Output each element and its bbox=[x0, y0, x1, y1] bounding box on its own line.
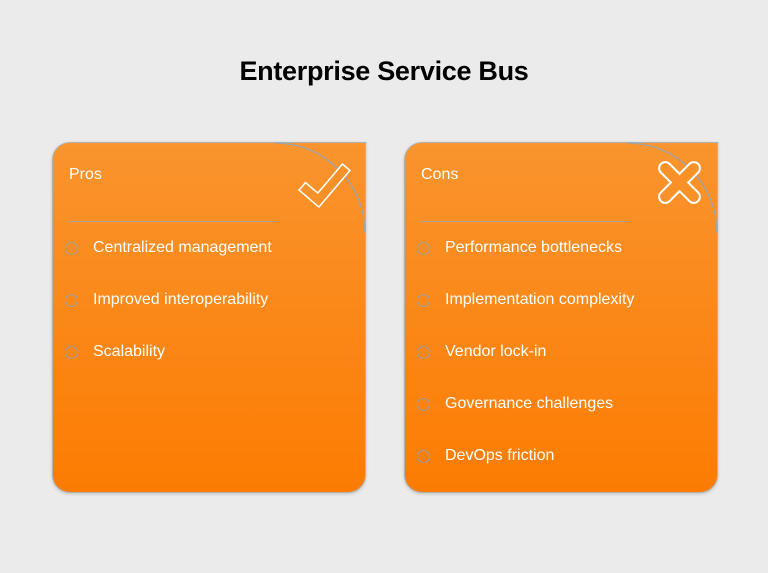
list-item: Scalability bbox=[53, 326, 365, 378]
item-label: Improved interoperability bbox=[93, 291, 269, 308]
page-title: Enterprise Service Bus bbox=[239, 56, 529, 86]
header-divider bbox=[68, 221, 275, 222]
bullet-circle-icon bbox=[65, 241, 78, 255]
card-title: Cons bbox=[421, 166, 459, 183]
list-item: Centralized management bbox=[53, 222, 365, 274]
bullet-circle-icon bbox=[417, 397, 430, 411]
item-label: Performance bottlenecks bbox=[445, 239, 622, 256]
check-icon bbox=[297, 162, 352, 209]
list-item: DevOps friction bbox=[405, 430, 717, 482]
item-label: Governance challenges bbox=[445, 395, 614, 412]
list-item: Improved interoperability bbox=[53, 274, 365, 326]
list-item: Performance bottlenecks bbox=[405, 222, 717, 274]
bullet-circle-icon bbox=[65, 293, 78, 307]
bullet-circle-icon bbox=[417, 345, 430, 359]
item-label: Scalability bbox=[93, 343, 166, 360]
cross-icon bbox=[658, 161, 701, 204]
pros-card: Pros Centralized management Improved int… bbox=[52, 142, 366, 493]
list-item: Governance challenges bbox=[405, 378, 717, 430]
bullet-circle-icon bbox=[65, 345, 78, 359]
cons-card: Cons Performance bottlenecks Implementat… bbox=[404, 142, 718, 493]
item-label: DevOps friction bbox=[445, 447, 555, 464]
cons-list: Performance bottlenecks Implementation c… bbox=[405, 222, 717, 482]
bullet-circle-icon bbox=[417, 293, 430, 307]
bullet-circle-icon bbox=[417, 449, 430, 463]
pros-list: Centralized management Improved interope… bbox=[53, 222, 365, 378]
header-divider bbox=[420, 221, 627, 222]
list-item: Implementation complexity bbox=[405, 274, 717, 326]
bullet-circle-icon bbox=[417, 241, 430, 255]
item-label: Centralized management bbox=[93, 239, 272, 256]
item-label: Vendor lock-in bbox=[445, 343, 547, 360]
item-label: Implementation complexity bbox=[445, 291, 635, 308]
list-item: Vendor lock-in bbox=[405, 326, 717, 378]
card-title: Pros bbox=[69, 166, 102, 183]
